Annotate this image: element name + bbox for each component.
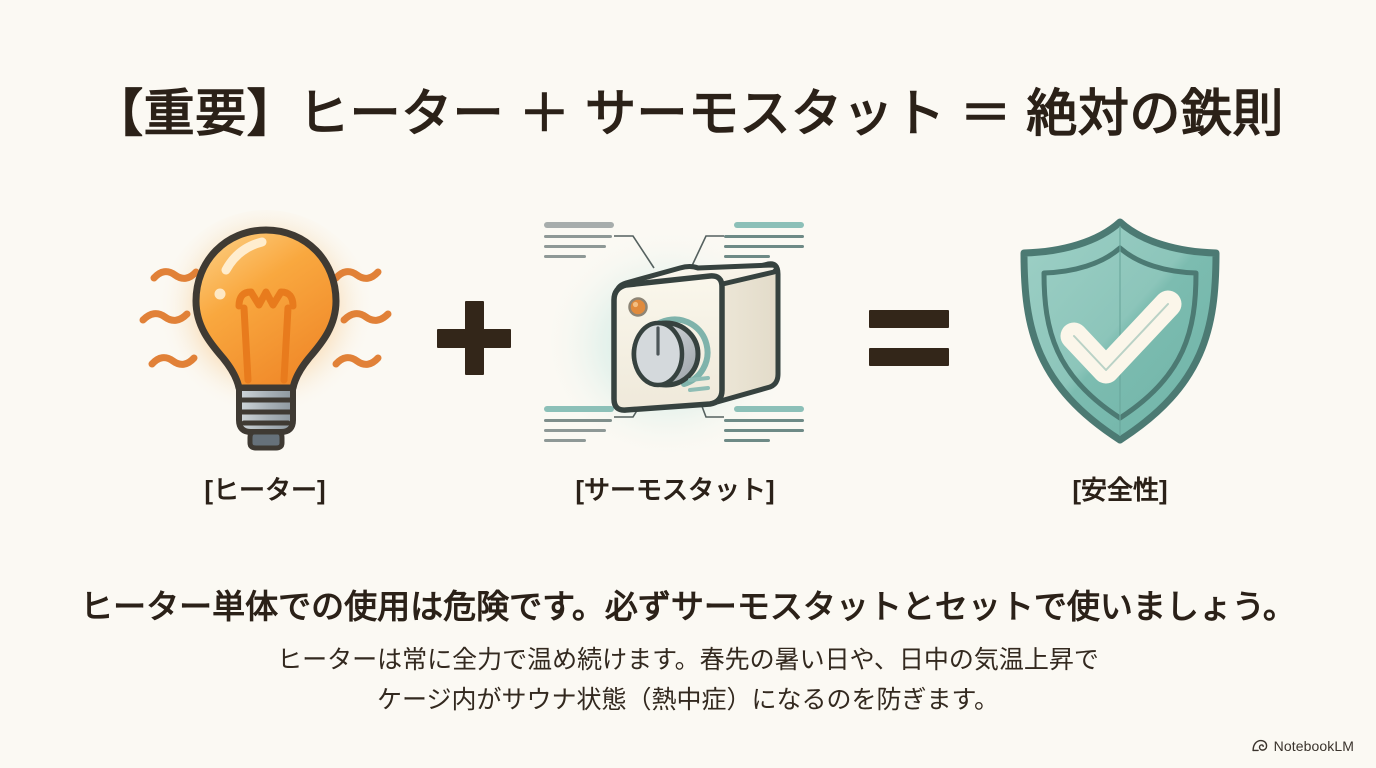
- equation-item-safety: [1000, 208, 1240, 468]
- label-safety: [安全性]: [1072, 475, 1168, 505]
- watermark-label: NotebookLM: [1273, 737, 1354, 754]
- annotation-bottom-right: [691, 379, 804, 442]
- notebooklm-spiral-icon: [1252, 739, 1267, 752]
- label-heater: [ヒーター]: [204, 475, 326, 505]
- subtext-block: ヒーターは常に全力で温め続けます。春先の暑い日や、日中の気温上昇で ケージ内がサ…: [0, 640, 1376, 720]
- lightbulb-glow-icon: [139, 210, 392, 451]
- shield-check-icon: [1020, 218, 1220, 444]
- annotation-bottom-left: [544, 385, 653, 442]
- subtext-line-1: ヒーターは常に全力で温め続けます。春先の暑い日や、日中の気温上昇で: [277, 646, 1099, 674]
- label-thermostat: [サーモスタット]: [575, 475, 775, 505]
- plus-icon: [437, 301, 511, 375]
- equals-bar-bottom: [869, 348, 949, 366]
- equation-labels: [ヒーター] [サーモスタット] [安全性]: [0, 470, 1376, 510]
- equation-item-heater: [139, 208, 392, 468]
- annotation-top-left: [544, 222, 655, 269]
- equation-item-thermostat: [530, 208, 820, 468]
- equals-icon: [869, 310, 949, 366]
- notebooklm-watermark: NotebookLM: [1251, 737, 1354, 754]
- operator-plus: [408, 208, 540, 468]
- thermostat-box-icon: [544, 222, 804, 452]
- plus-bar-vertical: [465, 301, 484, 375]
- equals-bar-top: [869, 310, 949, 328]
- page-title: 【重要】ヒーター ＋ サーモスタット ＝ 絶対の鉄則: [92, 85, 1284, 142]
- subtext-line-2: ケージ内がサウナ状態（熱中症）になるのを防ぎます。: [376, 686, 999, 714]
- headline-warning: ヒーター単体での使用は危険です。必ずサーモスタットとセットで使いましょう。: [80, 588, 1296, 625]
- operator-equals: [838, 208, 980, 468]
- equation-row: [0, 208, 1376, 468]
- annotation-top-right: [689, 222, 804, 271]
